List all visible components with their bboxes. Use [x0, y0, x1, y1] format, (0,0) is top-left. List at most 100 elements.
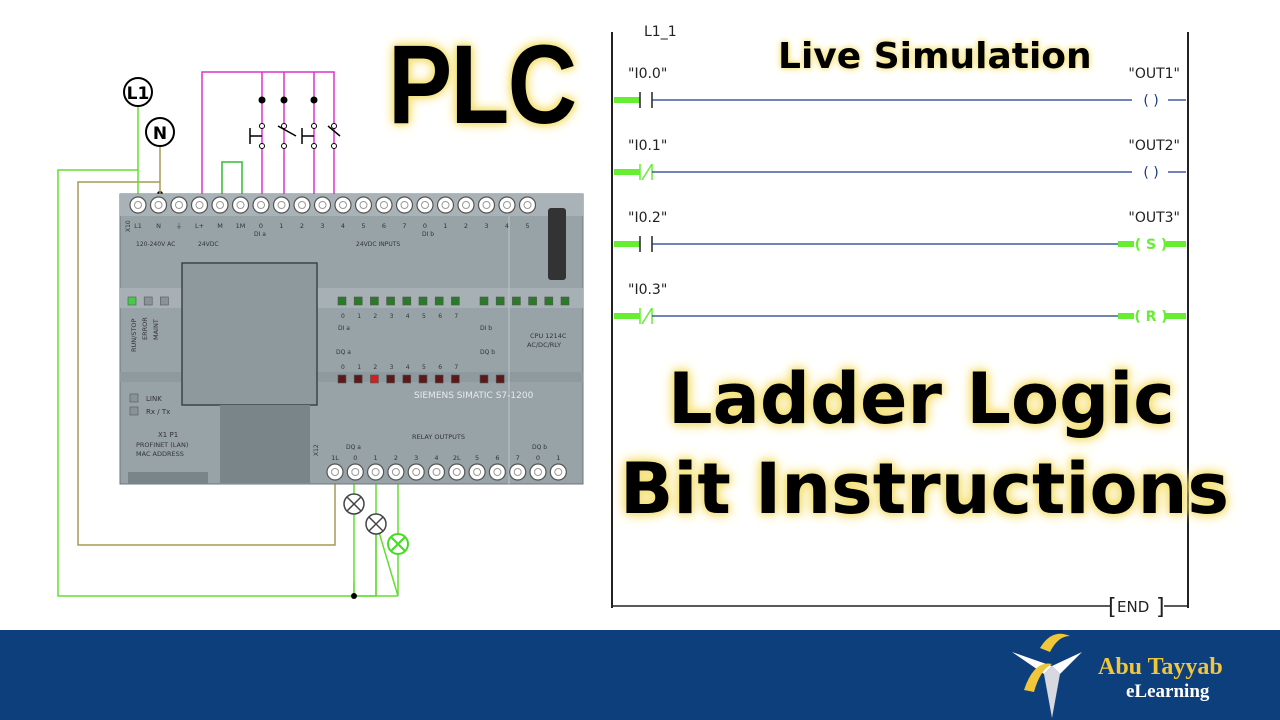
label-di-a: DI a: [338, 325, 350, 332]
terminal-label: 7: [402, 222, 406, 230]
end-instruction[interactable]: [ END ]: [1108, 595, 1165, 620]
terminal-screw[interactable]: [407, 463, 425, 481]
channel-number: 1: [357, 313, 361, 320]
coil-icon[interactable]: ( R ): [1134, 309, 1167, 325]
terminal-label: 1: [279, 222, 283, 230]
terminal-screw[interactable]: [272, 196, 291, 214]
terminal-screw[interactable]: [448, 463, 466, 481]
terminal-screw[interactable]: [529, 463, 547, 481]
terminal-screw[interactable]: [211, 196, 229, 214]
coil-icon[interactable]: ( ): [1143, 93, 1158, 109]
push-button-icon[interactable]: [327, 123, 341, 149]
coil-address: "OUT1": [1128, 66, 1180, 82]
terminal-screw[interactable]: [509, 463, 527, 481]
link-led: [129, 393, 139, 403]
di-led: [451, 296, 460, 306]
terminal-screw[interactable]: [416, 196, 434, 214]
terminal-screw[interactable]: [149, 196, 168, 214]
channel-number: 2: [373, 313, 377, 320]
terminal-screw[interactable]: [395, 196, 414, 214]
terminal-label: 5: [475, 454, 479, 462]
coil-icon[interactable]: ( S ): [1135, 237, 1168, 253]
di-led: [418, 296, 428, 306]
channel-number: 6: [438, 313, 442, 320]
terminal-screw[interactable]: [375, 196, 393, 214]
channel-number: 2: [373, 364, 377, 371]
nc-contact-icon[interactable]: [630, 163, 653, 181]
status-led: [143, 296, 153, 306]
terminal-screw[interactable]: [468, 463, 486, 481]
ladder-rung[interactable]: "I0.3" ( R ): [614, 282, 1186, 325]
channel-number: 3: [390, 313, 394, 320]
di-led: [479, 296, 489, 306]
dq-led: [495, 374, 505, 384]
nc-contact-icon[interactable]: [630, 307, 653, 325]
terminal-screw[interactable]: [170, 196, 188, 214]
channel-number: 4: [406, 313, 410, 320]
contact-address: "I0.3": [628, 282, 667, 298]
ladder-rung[interactable]: "I0.0""OUT1"( ): [614, 66, 1186, 109]
terminal-screw[interactable]: [477, 196, 496, 214]
status-led: [160, 296, 169, 306]
channel-number: 0: [341, 313, 345, 320]
coil-address: "OUT3": [1128, 210, 1180, 226]
di-led: [434, 296, 444, 306]
di-led: [560, 296, 570, 306]
channel-number: 5: [422, 313, 426, 320]
terminal-screw[interactable]: [231, 196, 250, 214]
terminal-screw[interactable]: [346, 463, 364, 481]
no-contact-icon[interactable]: [639, 92, 653, 108]
label-dq-a-bottom: DQ a: [346, 444, 361, 451]
di-led: [512, 296, 521, 306]
terminal-screw[interactable]: [326, 463, 344, 481]
terminal-label: 3: [414, 454, 418, 462]
terminal-label: 2: [464, 222, 468, 230]
coil-icon[interactable]: ( ): [1143, 165, 1158, 181]
push-button-icon[interactable]: [301, 96, 318, 149]
ladder-rung[interactable]: "I0.2""OUT3"( S ): [614, 210, 1186, 253]
terminal-screw[interactable]: [387, 463, 405, 481]
terminal-label: 0: [353, 454, 357, 462]
terminal-screw[interactable]: [313, 196, 332, 214]
label-rxtx: Rx / Tx: [146, 408, 170, 416]
terminal-label: 6: [495, 454, 499, 462]
terminal-label: M: [217, 222, 223, 230]
terminal-label: 1L: [331, 454, 339, 462]
terminal-screw[interactable]: [436, 196, 455, 214]
led-label-maint: MAINT: [152, 319, 160, 340]
terminal-screw[interactable]: [190, 196, 209, 214]
no-contact-icon[interactable]: [639, 236, 653, 252]
terminal-screw[interactable]: [129, 196, 147, 214]
terminal-screw[interactable]: [354, 196, 373, 214]
terminal-screw[interactable]: [518, 196, 537, 214]
coil-address: "OUT2": [1128, 138, 1180, 154]
channel-number: 1: [357, 364, 361, 371]
push-button-icon[interactable]: [277, 96, 297, 149]
lamp-on-icon: [387, 533, 409, 555]
mac-label-area: [128, 472, 208, 484]
plc-cpu-module[interactable]: [119, 193, 584, 485]
terminal-screw[interactable]: [334, 196, 352, 214]
terminal-screw[interactable]: [293, 196, 311, 214]
terminal-screw[interactable]: [488, 463, 506, 481]
terminal-screw[interactable]: [498, 196, 516, 214]
terminal-screw[interactable]: [252, 196, 270, 214]
channel-number: 6: [438, 364, 442, 371]
label-di-b: DI b: [480, 325, 492, 332]
terminal-screw[interactable]: [549, 463, 567, 481]
terminal-label: 7: [516, 454, 520, 462]
terminal-label: 4: [434, 454, 438, 462]
channel-number: 0: [341, 364, 345, 371]
dq-led: [402, 374, 412, 384]
push-button-icon[interactable]: [249, 96, 266, 149]
ladder-rung[interactable]: "I0.1""OUT2"( ): [614, 138, 1186, 181]
terminal-screw[interactable]: [427, 463, 446, 481]
terminal-screw[interactable]: [457, 196, 475, 214]
terminal-screw[interactable]: [367, 463, 385, 481]
headline-bit-instructions: Bit Instructions: [620, 448, 1230, 530]
terminal-label: 2: [300, 222, 304, 230]
label-mac-address: MAC ADDRESS: [136, 450, 184, 458]
terminal-label: 0: [536, 454, 540, 462]
label-relay-outputs: RELAY OUTPUTS: [412, 433, 465, 441]
